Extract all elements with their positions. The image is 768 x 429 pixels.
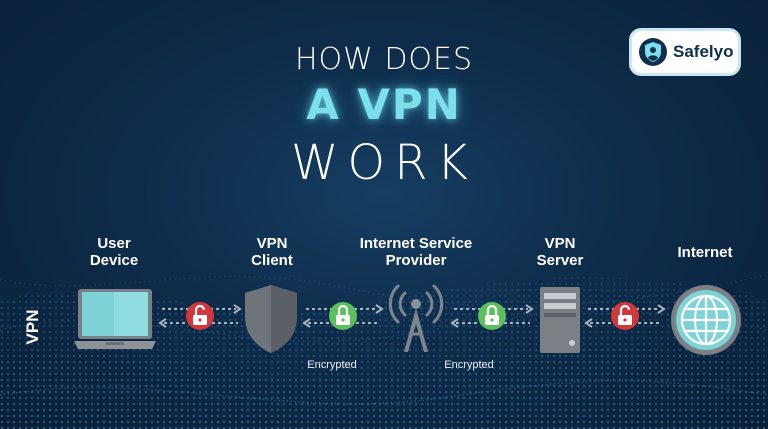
link-isp-server bbox=[450, 302, 534, 330]
brand-badge: Safelyo bbox=[632, 31, 738, 73]
side-label: VPN bbox=[23, 309, 42, 345]
globe-icon bbox=[671, 285, 741, 355]
encrypted-label: Encrypted bbox=[307, 359, 357, 371]
node-label-line: VPN Client bbox=[251, 235, 293, 269]
node-label-isp: Internet Service Provider bbox=[354, 235, 478, 269]
shield-user-icon bbox=[639, 38, 667, 66]
antenna-icon bbox=[388, 284, 444, 352]
node-label-line: User Device bbox=[89, 235, 139, 269]
link-client-isp bbox=[302, 302, 384, 330]
shield-icon bbox=[245, 285, 297, 353]
lock-icon bbox=[478, 302, 506, 330]
link-server-internet bbox=[584, 302, 666, 330]
unlock-icon bbox=[611, 302, 639, 330]
node-label-line: VPN Server bbox=[536, 235, 584, 269]
title-line-1: HOW DOES bbox=[294, 42, 474, 77]
link-device-client bbox=[158, 302, 242, 330]
node-label-line: Internet Service Provider bbox=[359, 235, 473, 269]
node-label-line: Internet bbox=[677, 244, 733, 261]
node-label-internet: Internet bbox=[665, 244, 745, 261]
node-label-vpn-client: VPN Client bbox=[232, 235, 312, 269]
laptop-icon bbox=[74, 289, 156, 349]
title-line-3: WORK bbox=[290, 135, 478, 191]
node-label-user-device: User Device bbox=[72, 235, 156, 269]
node-label-vpn-server: VPN Server bbox=[520, 235, 600, 269]
encrypted-label: Encrypted bbox=[444, 359, 494, 371]
unlock-icon bbox=[186, 302, 214, 330]
brand-name: Safelyo bbox=[673, 42, 734, 61]
title-line-2: A VPN bbox=[306, 80, 462, 129]
server-icon bbox=[540, 287, 580, 353]
lock-icon bbox=[329, 302, 357, 330]
